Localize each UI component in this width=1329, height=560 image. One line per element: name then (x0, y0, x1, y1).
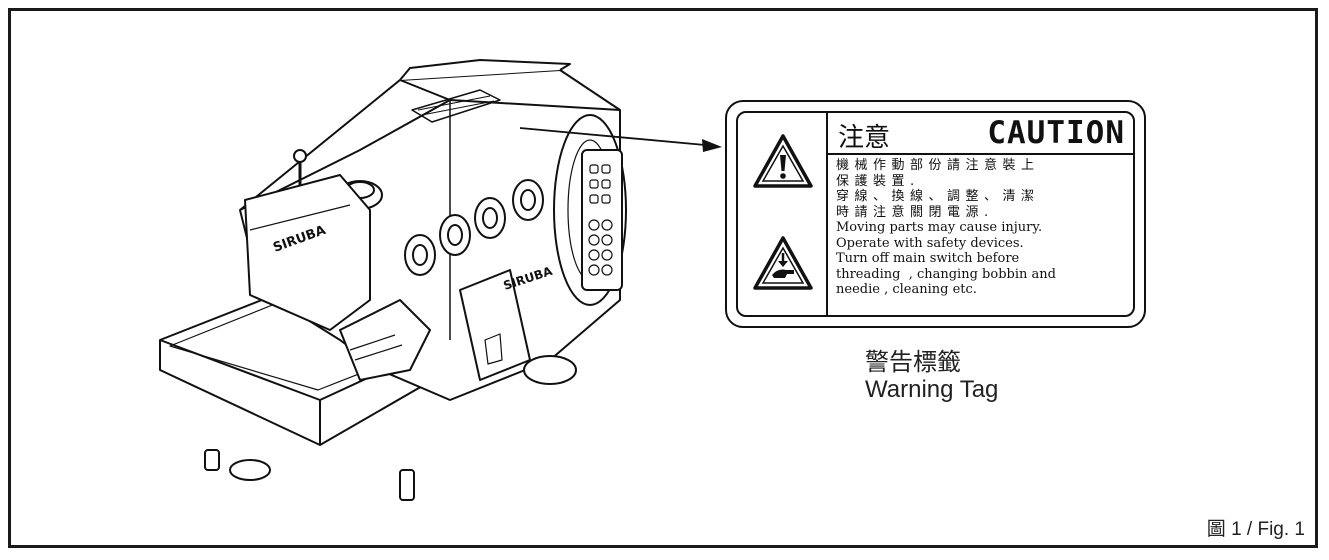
warning-text-line: threading , changing bobbin and (836, 266, 1056, 282)
warning-text-line: 穿線、換線、調整、清潔 (836, 189, 1040, 204)
figure-label: 圖 1 / Fig. 1 (1206, 519, 1305, 540)
warning-text-line: Moving parts may cause injury. (836, 220, 1043, 235)
warning-tag: 注意 CAUTION 機械作動部份請注意裝上保護裝置.穿線、換線、調整、清潔時請… (725, 100, 1146, 328)
warning-text-line: needie , cleaning etc. (836, 282, 977, 297)
warning-icon-column (738, 113, 828, 315)
warning-tag-inner-border: 注意 CAUTION 機械作動部份請注意裝上保護裝置.穿線、換線、調整、清潔時請… (736, 111, 1135, 317)
warning-text-line: 時請注意關閉電源. (836, 204, 994, 220)
warning-text-lines: 機械作動部份請注意裝上保護裝置.穿線、換線、調整、清潔時請注意關閉電源.Movi… (828, 155, 1133, 298)
caution-title-zh: 注意 (838, 123, 891, 153)
warning-text-panel: 注意 CAUTION 機械作動部份請注意裝上保護裝置.穿線、換線、調整、清潔時請… (828, 113, 1133, 315)
hand-crush-warning-icon (753, 236, 813, 290)
warning-text-line: 機械作動部份請注意裝上 (836, 158, 1040, 173)
caption-zh: 警告標籤 (865, 349, 961, 376)
caution-title-en: CAUTION (987, 115, 1125, 151)
warning-text-line: 保護裝置. (836, 173, 920, 189)
warning-text-line: Turn off main switch before (836, 251, 1020, 266)
sewing-machine-illustration: SIRUBA SIRUBA (159, 59, 627, 501)
warning-text-line: Operate with safety devices. (836, 235, 1024, 251)
exclamation-warning-icon (753, 134, 813, 188)
warning-header: 注意 CAUTION (828, 113, 1133, 155)
caption-en: Warning Tag (865, 376, 999, 403)
